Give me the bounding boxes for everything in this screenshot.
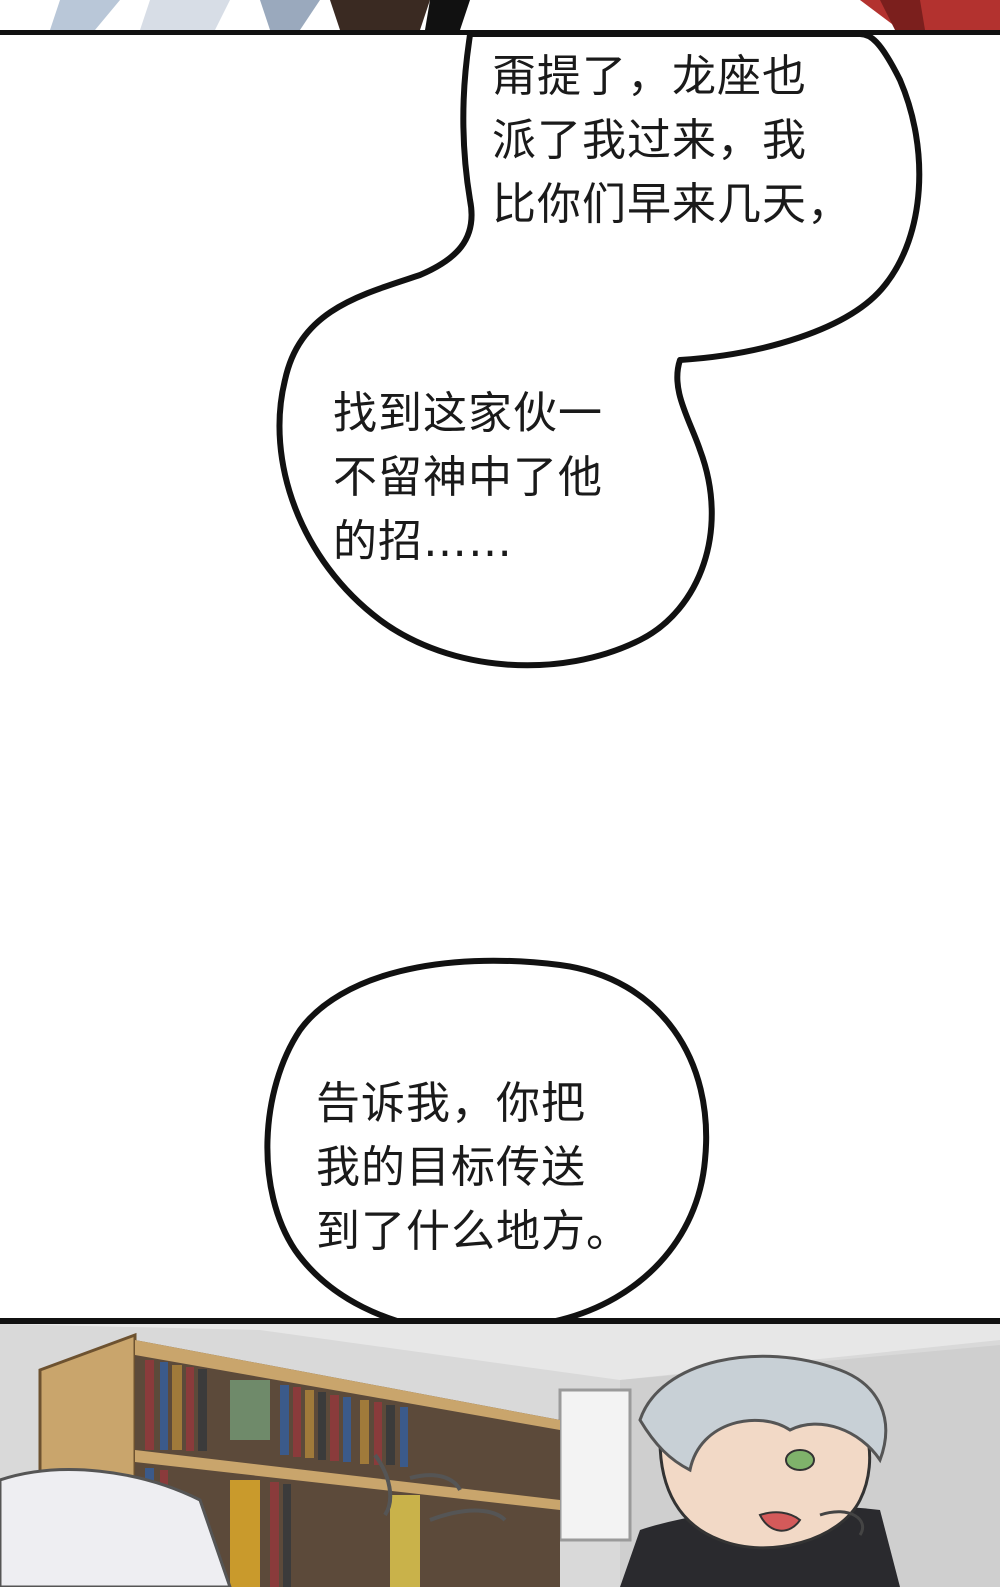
bubble-1-line-3: 比你们早来几天，: [492, 179, 852, 230]
speech-bubble-1: [276, 31, 923, 669]
bookshelf: [38, 1332, 560, 1587]
bubble-2-line-3: 的招……: [333, 516, 513, 567]
bubble-3-line-1: 告诉我，你把: [316, 1078, 586, 1129]
bubble-1-line-1: 甭提了，龙座也: [492, 51, 807, 102]
top-panel: [0, 0, 1000, 35]
speech-bubble-1-text: 甭提了，龙座也 派了我过来，我 比你们早来几天，: [492, 45, 852, 237]
bubble-2-line-1: 找到这家伙一: [333, 388, 603, 439]
character-illustration: [620, 1354, 900, 1587]
speech-bubble-3-text: 告诉我，你把 我的目标传送 到了什么地方。: [316, 1072, 631, 1264]
bubble-3-line-3: 到了什么地方。: [316, 1206, 631, 1257]
bottom-panel: [0, 1318, 1000, 1587]
speech-bubble-2-text: 找到这家伙一 不留神中了他 的招……: [333, 382, 603, 574]
bubble-2-line-2: 不留神中了他: [333, 452, 603, 503]
bubble-1-line-2: 派了我过来，我: [492, 115, 807, 166]
bubble-3-line-2: 我的目标传送: [316, 1142, 586, 1193]
